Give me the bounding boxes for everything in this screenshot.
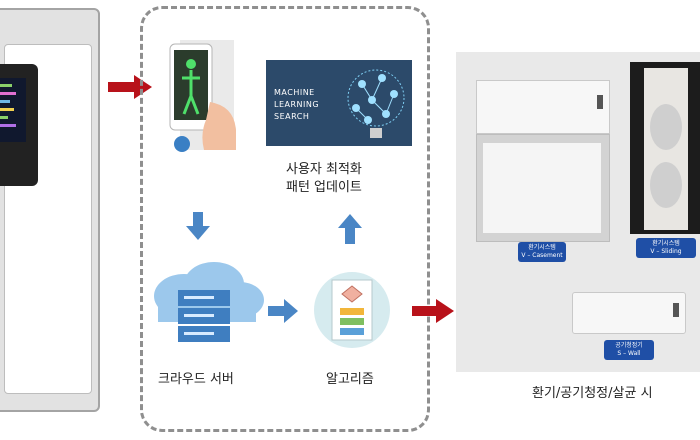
purifier-badge-line1: 공기청정기 — [615, 342, 643, 349]
output-arrow-right-icon — [436, 299, 454, 323]
pattern-update-label-1: 사용자 최적화 — [286, 162, 362, 177]
appliance-caption: 환기/공기청정/살균 시 — [532, 386, 653, 401]
cloud-server-icon — [154, 262, 264, 342]
casement-window-image — [476, 134, 610, 242]
algorithm-image — [312, 270, 392, 350]
casement-badge-line2: V – Casement — [521, 252, 563, 259]
brain-network-icon — [347, 69, 405, 138]
mobile-phone-image — [164, 40, 248, 158]
casement-badge-line1: 환기시스템 — [528, 244, 556, 251]
right-arrow-icon — [284, 299, 298, 323]
casement-control — [597, 95, 603, 109]
sliding-unit-body — [644, 68, 688, 230]
ml-text-line-1: MACHINE — [274, 88, 315, 97]
purifier-control — [673, 303, 679, 317]
window-pane — [483, 143, 601, 233]
hand-phone-illustration — [169, 40, 236, 152]
casement-badge: 환기시스템 V – Casement — [518, 242, 566, 262]
down-arrow-shaft — [193, 212, 203, 226]
sliding-fan-top — [650, 104, 682, 150]
purifier-badge: 공기청정기 S – Wall — [604, 340, 654, 360]
machine-learning-image: MACHINE LEARNING SEARCH — [266, 60, 412, 146]
ventilation-sliding-image — [630, 62, 700, 234]
sliding-fan-bottom — [650, 162, 682, 208]
sliding-badge: 환기시스템 V – Sliding — [636, 238, 696, 258]
ml-text-line-3: SEARCH — [274, 112, 310, 121]
output-arrow-shaft — [412, 306, 436, 316]
sliding-badge-line2: V – Sliding — [650, 248, 682, 255]
sensor-readout-graphic — [0, 84, 16, 127]
algorithm-label: 알고리즘 — [326, 372, 374, 387]
sensor-device-screen — [0, 78, 26, 142]
right-arrow-shaft — [268, 306, 284, 316]
up-arrow-icon — [338, 214, 362, 228]
flow-arrow-shaft — [108, 82, 134, 92]
processing-group — [140, 6, 430, 432]
sliding-badge-line1: 환기시스템 — [652, 240, 680, 247]
flowchart-icon — [314, 272, 390, 348]
pattern-update-label-2: 패턴 업데이트 — [286, 180, 362, 195]
purifier-badge-line2: S – Wall — [617, 350, 641, 357]
cloud-server-label: 크라우드 서버 — [158, 372, 234, 387]
cloud-server-image — [144, 260, 268, 356]
ml-text-line-2: LEARNING — [274, 100, 320, 109]
up-arrow-shaft — [345, 228, 355, 244]
air-purifier-wall-image — [572, 292, 686, 334]
flow-arrow-right-icon — [134, 75, 152, 99]
ventilation-casement-image — [476, 80, 610, 134]
down-arrow-icon — [186, 226, 210, 240]
